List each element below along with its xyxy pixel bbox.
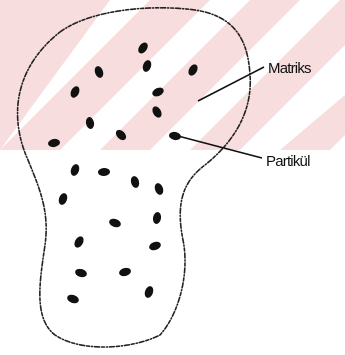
matrix-label: Matriks <box>268 60 311 77</box>
particle <box>108 217 122 229</box>
particle <box>74 268 88 279</box>
particle <box>143 285 155 299</box>
particle <box>130 175 141 189</box>
particle <box>152 211 162 224</box>
particle <box>73 235 86 249</box>
particle <box>153 182 165 196</box>
particle <box>98 167 111 176</box>
watermark-stripe <box>280 95 345 150</box>
particle <box>57 192 69 206</box>
particle <box>148 240 162 252</box>
particle-label: Partikül <box>266 153 310 170</box>
particle <box>118 267 132 278</box>
particle <box>66 293 80 305</box>
particle <box>69 163 81 177</box>
